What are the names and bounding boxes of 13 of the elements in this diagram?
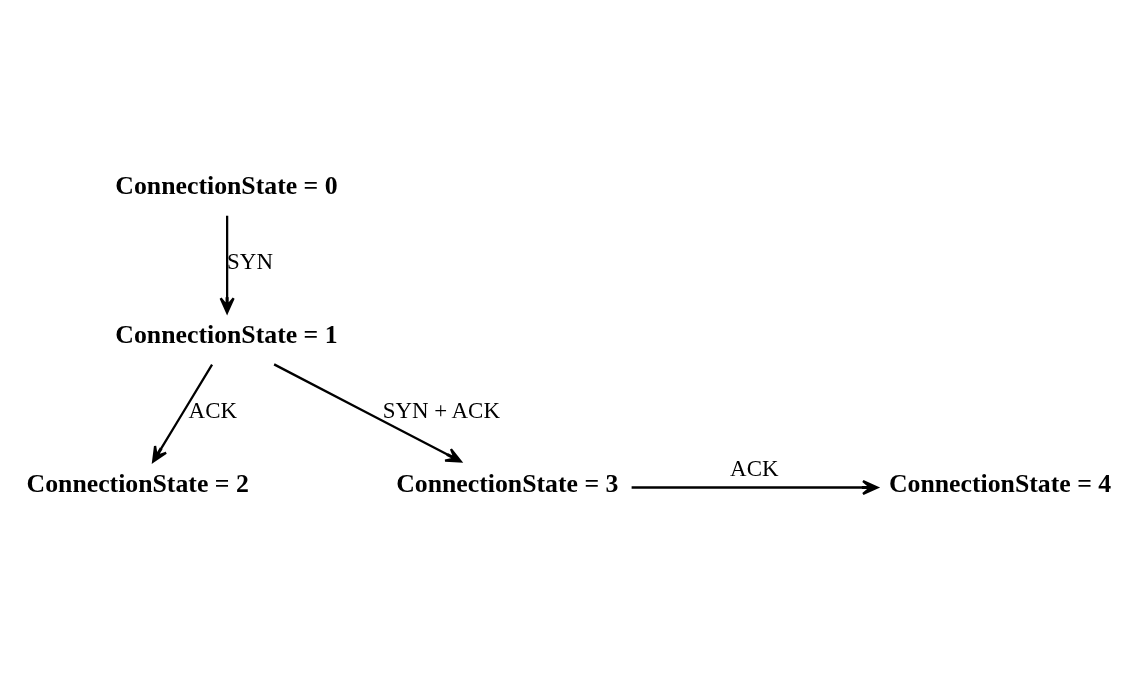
edge-label: ACK	[188, 398, 237, 424]
node-text: ConnectionState = 0	[115, 171, 338, 201]
node-text: ConnectionState = 4	[888, 469, 1112, 499]
arrow	[152, 364, 214, 463]
edge-label: SYN + ACK	[382, 398, 500, 424]
node-text: ConnectionState = 2	[26, 469, 249, 499]
node-text: ConnectionState = 3	[396, 469, 619, 499]
arrow	[219, 215, 235, 314]
edge-label: SYN	[227, 249, 273, 275]
arrow	[273, 363, 462, 463]
node-text: ConnectionState = 1	[115, 320, 338, 350]
arrow	[631, 479, 879, 496]
edge-label: ACK	[730, 455, 779, 481]
